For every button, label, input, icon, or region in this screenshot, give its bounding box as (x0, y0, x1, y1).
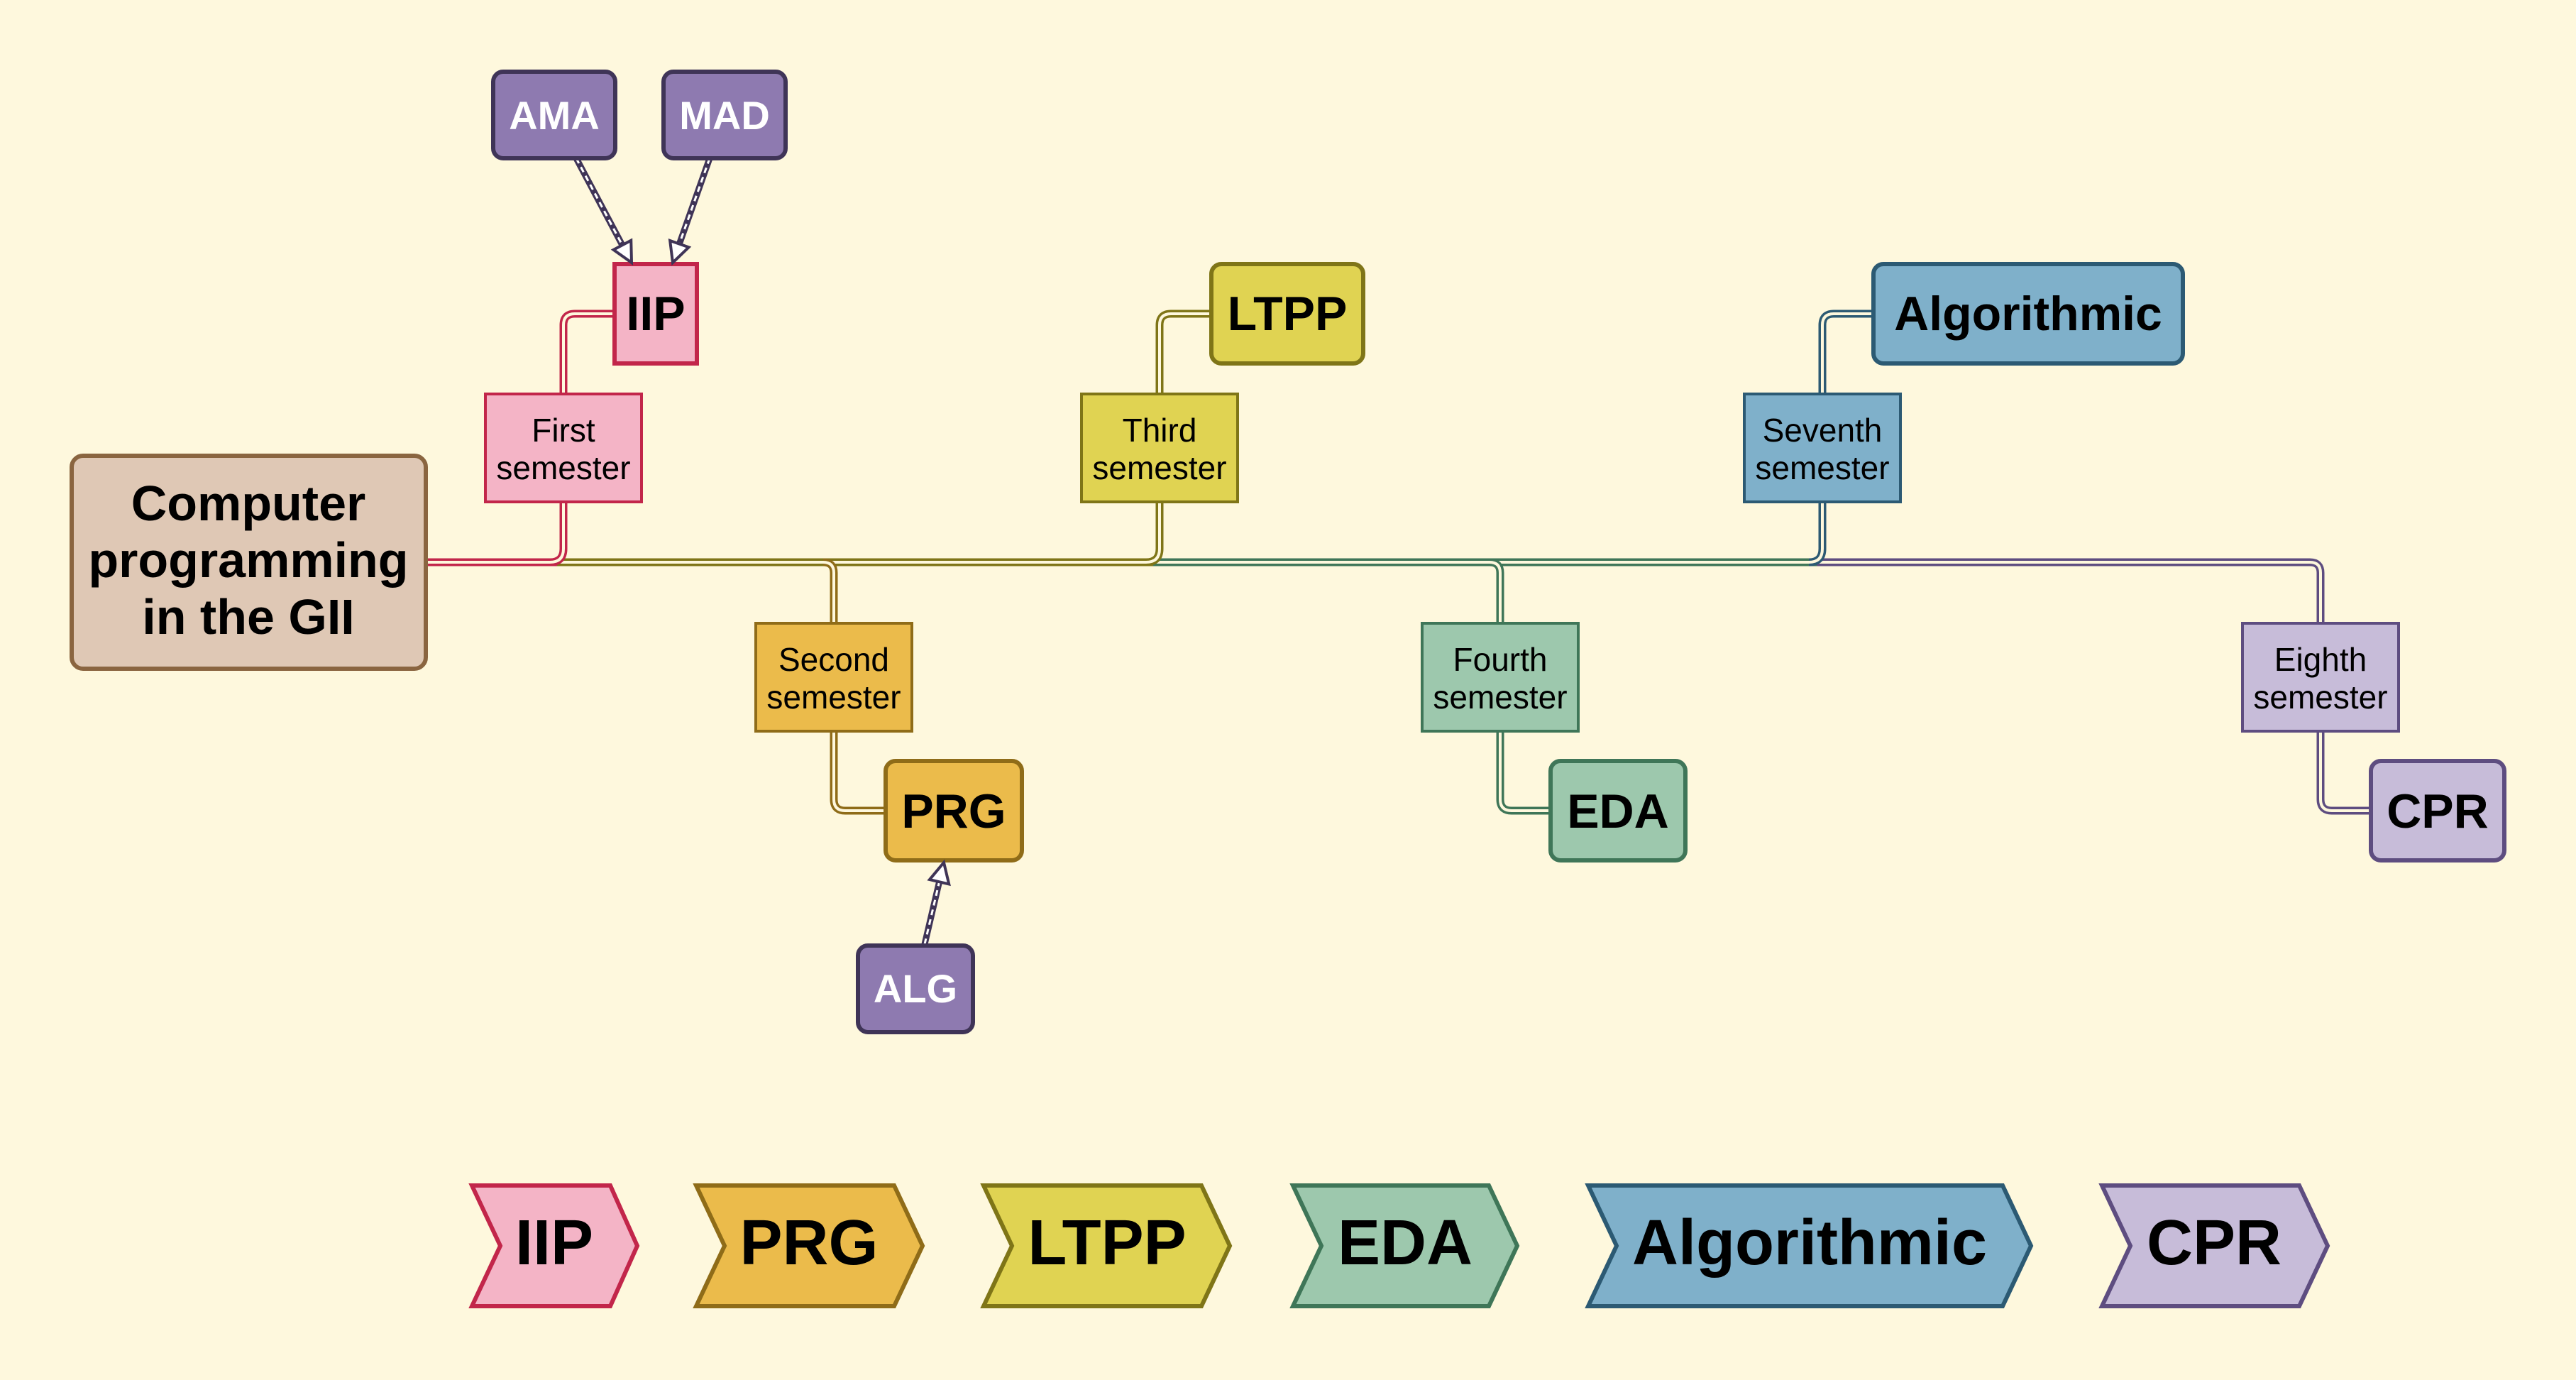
semester-fourth-line-2: semester (1433, 679, 1567, 716)
legend-label-eda: EDA (1338, 1208, 1473, 1278)
root-node[interactable]: Computer programming in the GII (70, 454, 428, 671)
prereq-node-alg-box (856, 943, 975, 1034)
semester-eighth-box (2241, 622, 2400, 733)
legend-label-ltpp: LTPP (1028, 1208, 1186, 1278)
semester-second-label[interactable]: Second semester (754, 622, 913, 733)
legend-item-algorithmic[interactable]: Algorithmic (1585, 1183, 2034, 1308)
semester-seventh-label[interactable]: Seventh semester (1743, 393, 1902, 503)
semester-seventh-line-2: semester (1755, 449, 1889, 486)
root-line-2: programming (88, 532, 408, 588)
branch-second-course-inner (832, 731, 886, 812)
semester-eighth-line-1: Eighth (2274, 641, 2367, 678)
prerequisite-arrows (573, 156, 951, 946)
legend-item-prg[interactable]: PRG (693, 1183, 925, 1308)
course-node-ltpp-label: LTPP (1228, 287, 1348, 341)
legend-item-ltpp[interactable]: LTPP (980, 1183, 1233, 1308)
course-node-cpr[interactable]: CPR (2369, 759, 2506, 862)
semester-fourth-line-1: Fourth (1453, 641, 1548, 678)
semester-seventh-line-1: Seventh (1763, 412, 1883, 449)
arrow-ama-to-iip-head (610, 238, 634, 265)
branch-fourth-course-inner (1499, 731, 1551, 812)
root-line-1: Computer (131, 476, 366, 531)
arrow-alg-to-prg-dash (923, 881, 941, 945)
branch-first-course-inner (562, 312, 615, 394)
prereq-node-mad-box (661, 70, 788, 160)
root-node-box (70, 454, 428, 671)
legend-item-eda[interactable]: EDA (1289, 1183, 1520, 1308)
semester-fourth-label[interactable]: Fourth semester (1421, 622, 1580, 733)
course-node-prg-label: PRG (901, 784, 1006, 838)
semester-first-line-2: semester (496, 449, 630, 486)
semester-second-line-1: Second (778, 641, 889, 678)
arrow-alg-to-prg-head (927, 859, 951, 887)
branch-eighth-course-inner (2319, 731, 2371, 812)
branch-third-trunk-inner (1145, 502, 1161, 564)
legend-chevron-ltpp (980, 1183, 1233, 1308)
course-node-iip-box (612, 262, 699, 366)
legend-label-cpr: CPR (2147, 1208, 2281, 1278)
connectors (426, 310, 2371, 815)
legend-chevron-eda (1289, 1183, 1520, 1308)
prereq-node-alg[interactable]: ALG (856, 943, 975, 1034)
course-node-prg[interactable]: PRG (884, 759, 1024, 862)
semester-eighth-label[interactable]: Eighth semester (2241, 622, 2400, 733)
legend-label-algorithmic: Algorithmic (1632, 1208, 1987, 1278)
root-line-3: in the GII (142, 589, 354, 645)
course-node-algorithmic-label: Algorithmic (1894, 287, 2162, 341)
course-node-iip[interactable]: IIP (612, 262, 699, 366)
semester-eighth-line-2: semester (2253, 679, 2387, 716)
legend-chevron-iip (468, 1183, 640, 1308)
legend-item-cpr[interactable]: CPR (2098, 1183, 2330, 1308)
semester-first-line-1: First (532, 412, 595, 449)
semester-third-label[interactable]: Third semester (1080, 393, 1239, 503)
branch-seventh-trunk-inner (1808, 502, 1824, 564)
course-node-eda[interactable]: EDA (1548, 759, 1688, 862)
semester-second-box (754, 622, 913, 733)
legend-item-iip[interactable]: IIP (468, 1183, 640, 1308)
branch-fourth-trunk-inner (1489, 561, 1502, 623)
semester-fourth-box (1421, 622, 1580, 733)
legend: IIP PRG LTPP EDA Algorithmic CPR (468, 1183, 2330, 1308)
prereq-node-mad-label: MAD (679, 93, 770, 138)
course-node-ltpp-box (1209, 262, 1365, 366)
course-node-prg-box (884, 759, 1024, 862)
legend-chevron-prg (693, 1183, 925, 1308)
semester-first-label[interactable]: First semester (484, 393, 643, 503)
semester-third-line-2: semester (1092, 449, 1226, 486)
course-node-ltpp[interactable]: LTPP (1209, 262, 1365, 366)
trunk-segment-eighth-inner (1817, 561, 2322, 623)
arrow-ama-to-iip-dash (575, 158, 624, 246)
course-node-cpr-box (2369, 759, 2506, 862)
course-node-algorithmic[interactable]: Algorithmic (1871, 262, 2185, 366)
arrow-mad-to-iip-dash (678, 158, 711, 245)
prereq-node-mad[interactable]: MAD (661, 70, 788, 160)
course-node-algorithmic-box (1871, 262, 2185, 366)
legend-chevron-cpr (2098, 1183, 2330, 1308)
arrow-mad-to-iip-head (668, 238, 692, 266)
prereq-node-ama-box (491, 70, 617, 160)
semester-third-line-1: Third (1123, 412, 1197, 449)
course-node-eda-label: EDA (1567, 784, 1669, 838)
branch-third-course-inner (1158, 312, 1211, 394)
legend-label-iip: IIP (515, 1208, 593, 1278)
branch-first-trunk-inner (549, 502, 565, 564)
prereq-node-alg-label: ALG (874, 966, 957, 1011)
prereq-node-ama-label: AMA (509, 93, 600, 138)
semester-first-box (484, 393, 643, 503)
prereq-node-ama[interactable]: AMA (491, 70, 617, 160)
semester-seventh-box (1743, 393, 1902, 503)
legend-chevron-algorithmic (1585, 1183, 2034, 1308)
semester-second-line-2: semester (766, 679, 901, 716)
legend-label-prg: PRG (739, 1208, 878, 1278)
branch-seventh-course-inner (1821, 312, 1873, 394)
course-node-eda-box (1548, 759, 1688, 862)
semester-third-box (1080, 393, 1239, 503)
course-node-cpr-label: CPR (2387, 784, 2489, 838)
branch-second-trunk-inner (822, 561, 835, 623)
course-node-iip-label: IIP (626, 287, 685, 341)
